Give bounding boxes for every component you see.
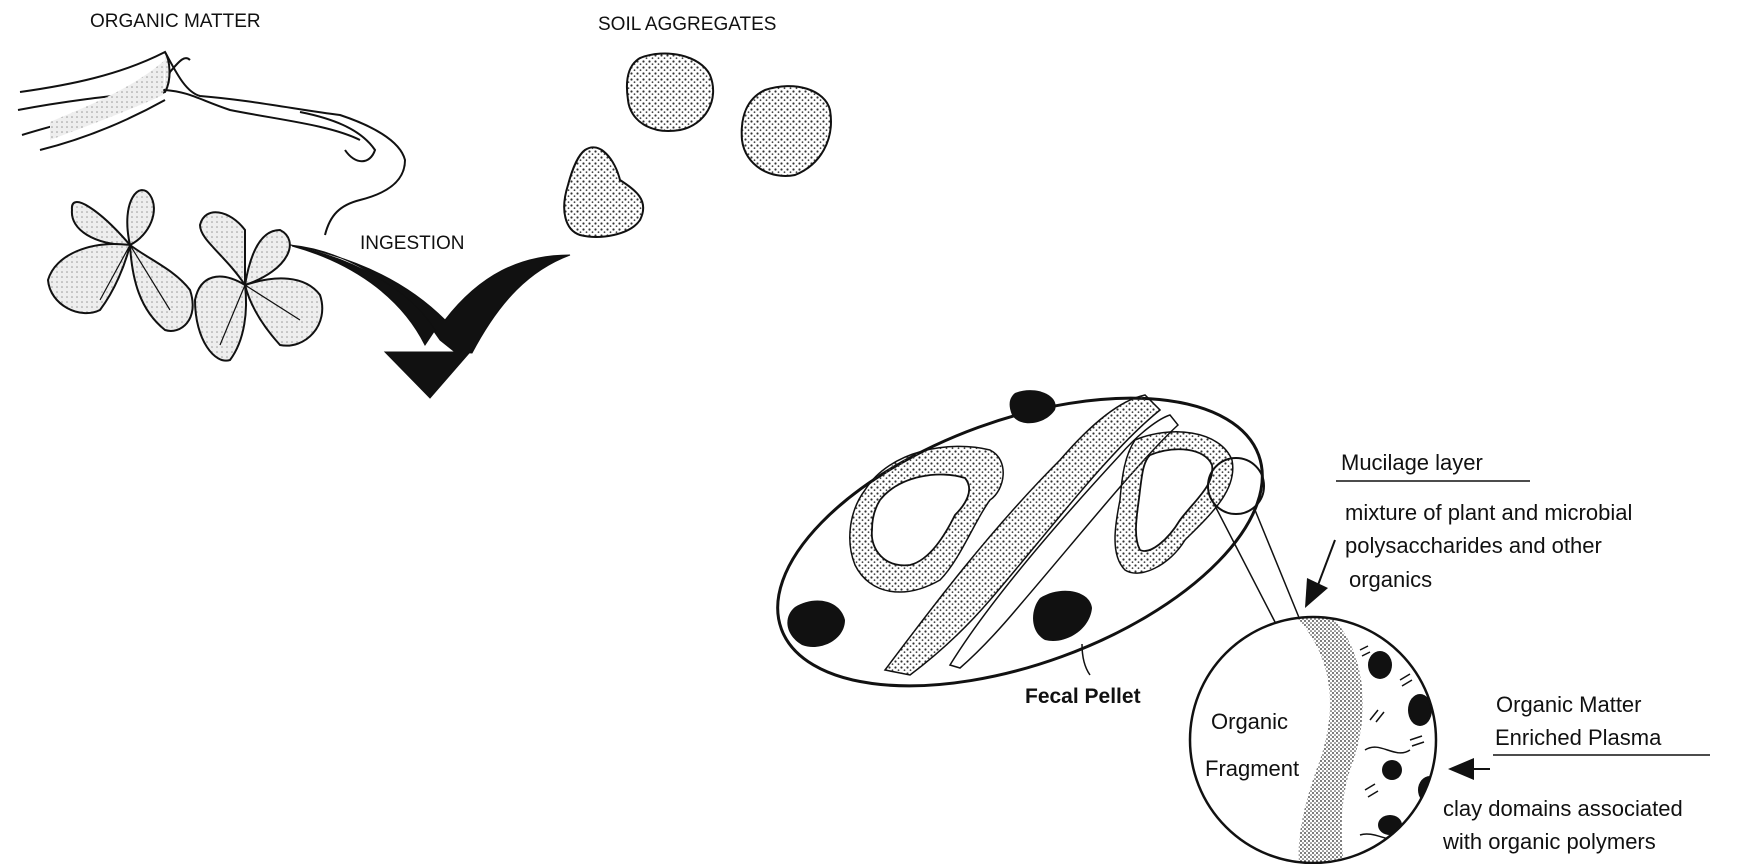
mucilage-desc-line-2: polysaccharides and other xyxy=(1345,533,1602,558)
fecal-pellet-label: Fecal Pellet xyxy=(1025,685,1141,708)
mucilage-title: Mucilage layer xyxy=(1341,450,1483,475)
soil-aggregates xyxy=(564,53,831,236)
ingestion-label: INGESTION xyxy=(360,233,465,254)
fragment-label: Fragment xyxy=(1205,756,1299,781)
plasma-desc-line-2: with organic polymers xyxy=(1442,829,1656,854)
organic-matter-label: ORGANIC MATTER xyxy=(90,11,261,32)
organic-label: Organic xyxy=(1211,709,1288,734)
leaves xyxy=(48,190,322,361)
plasma-desc-line-1: clay domains associated xyxy=(1443,796,1683,821)
plasma-title-line-1: Organic Matter xyxy=(1496,692,1642,717)
mucilage-desc-line-1: mixture of plant and microbial xyxy=(1345,500,1632,525)
mucilage-desc-line-3: organics xyxy=(1349,567,1432,592)
soil-aggregates-label: SOIL AGGREGATES xyxy=(598,14,776,35)
plasma-arrow xyxy=(1448,758,1490,780)
ingestion-arrow xyxy=(290,245,570,398)
mucilage-arrow xyxy=(1305,540,1335,608)
plasma-title-line-2: Enriched Plasma xyxy=(1495,725,1662,750)
